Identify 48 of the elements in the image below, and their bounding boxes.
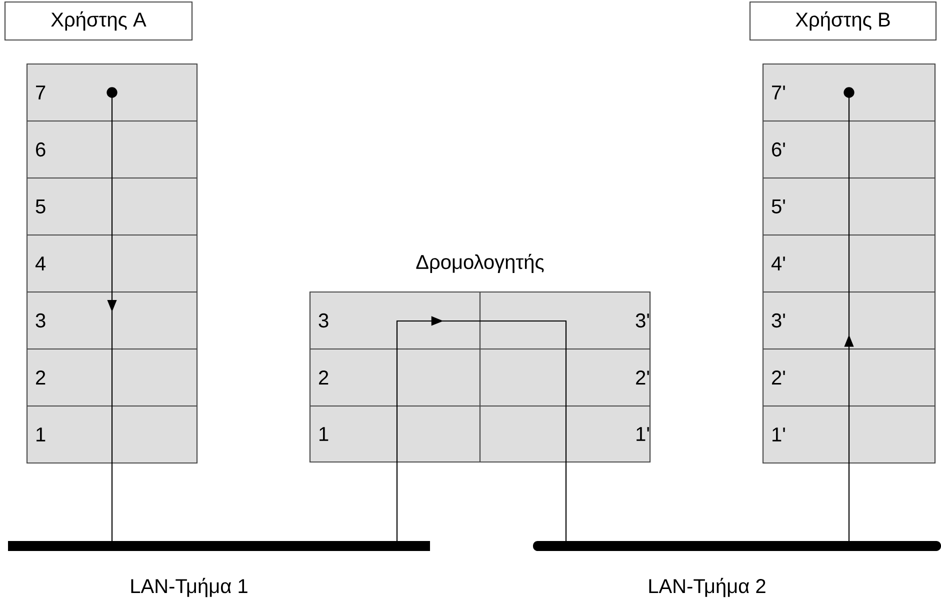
node-label: LAN-Τμήμα 2 (649, 578, 766, 598)
connector-line (396, 462, 398, 541)
connector-line (480, 320, 567, 349)
layer-cell: 1 (26, 405, 198, 464)
layer-cell: 3' (479, 291, 651, 350)
layer-cell: 3 (309, 291, 481, 350)
user-box: Χρήστης B (749, 1, 937, 41)
connector-line (848, 178, 850, 235)
connector-line (111, 121, 113, 178)
connector-line (565, 406, 567, 541)
layer-cell: 5 (26, 177, 198, 236)
connector-line (844, 292, 854, 349)
connector-line (848, 349, 850, 406)
layer-cell: 2 (26, 348, 198, 407)
user-box: Χρήστης A (4, 1, 193, 41)
layer-cell: 3' (762, 291, 936, 350)
connector-line (396, 316, 480, 349)
connector-line (848, 463, 850, 541)
layer-cell: 1 (309, 405, 481, 463)
network-bar: LAN-Τμήμα 1 (8, 541, 430, 598)
connector-line (396, 349, 398, 406)
layer-cell: 3 (26, 291, 198, 350)
layer-cell: 1' (479, 405, 651, 463)
layer-cell: 1' (762, 405, 936, 464)
layer-cell: 4 (26, 234, 198, 293)
layer-cell: 4' (762, 234, 936, 293)
layer-cell: 7 (26, 63, 198, 122)
layer-cell: 2 (309, 348, 481, 407)
layer-cell: 6' (762, 120, 936, 179)
connector-line (111, 235, 113, 292)
layer-cell: 7' (762, 63, 936, 122)
connector-line (106, 87, 118, 121)
layer-cell: 2' (479, 348, 651, 407)
connector-line (565, 349, 567, 406)
connector-line (396, 406, 398, 462)
connector-line (848, 406, 850, 463)
layer-cell: 5' (762, 177, 936, 236)
connector-line (848, 235, 850, 292)
connector-line (844, 87, 854, 178)
network-bar: LAN-Τμήμα 2 (533, 541, 941, 598)
connector-line (111, 406, 113, 541)
node-label: LAN-Τμήμα 1 (131, 578, 248, 598)
connector-line (111, 349, 113, 406)
layer-cell: 6 (26, 120, 198, 179)
node-label: Δρομολογητής (416, 254, 544, 274)
connector-line (107, 292, 117, 349)
connector-line (111, 178, 113, 235)
layer-cell: 2' (762, 348, 936, 407)
